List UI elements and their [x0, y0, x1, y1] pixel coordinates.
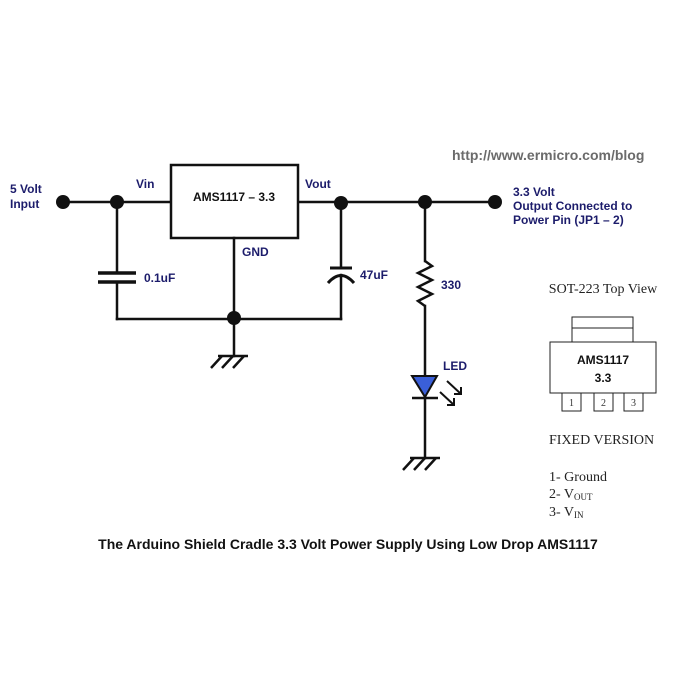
junction-node: [334, 196, 348, 210]
regulator-body: [169, 163, 300, 240]
input-cap-label: 0.1uF: [144, 271, 175, 285]
pin-gnd-label: GND: [242, 245, 269, 259]
pin-number: 2: [601, 398, 606, 409]
output-cap-label: 47uF: [360, 268, 388, 282]
input-capacitor: [98, 200, 136, 321]
ground-junction-node: [227, 311, 241, 325]
output-label-line2: Output Connected to: [513, 199, 632, 213]
junction-node: [418, 195, 432, 209]
pin-number: 3: [631, 398, 636, 409]
light-arrows-icon: [439, 380, 462, 406]
pinout-item: 2- VOUT: [549, 487, 593, 502]
package-version: FIXED VERSION: [549, 433, 654, 448]
pin-vout-label: Vout: [305, 177, 331, 191]
website-url: http://www.ermicro.com/blog: [452, 147, 644, 163]
package-part-line2: 3.3: [595, 371, 612, 385]
package-pin-1: [561, 392, 582, 412]
junction-node: [110, 195, 124, 209]
output-capacitor: [326, 200, 356, 321]
pinout-list: 1- Ground 2- VOUT 3- VIN: [549, 470, 607, 520]
ground-symbol-led: [402, 456, 440, 471]
output-label-line1: 3.3 Volt: [513, 185, 555, 199]
regulator: AMS1117 – 3.3: [169, 163, 300, 240]
package-title: SOT-223 Top View: [549, 282, 658, 297]
package-pin-2: [593, 392, 614, 412]
resistor: [415, 200, 435, 378]
pin-vin-label: Vin: [136, 177, 154, 191]
output-label-line3: Power Pin (JP1 – 2): [513, 213, 624, 227]
input-label-line1: 5 Volt: [10, 182, 42, 196]
resistor-label: 330: [441, 278, 461, 292]
led-label: LED: [443, 359, 467, 373]
output-terminal-node: [488, 195, 502, 209]
pin-number: 1: [569, 398, 574, 409]
package-part-line1: AMS1117: [577, 353, 629, 367]
sot223-package: [549, 316, 657, 412]
pinout-item: 1- Ground: [549, 470, 607, 485]
input-label-line2: Input: [10, 197, 39, 211]
package-pin-3: [623, 392, 644, 412]
input-terminal-node: [56, 195, 70, 209]
ground-symbol-main: [210, 354, 248, 369]
diagram-caption: The Arduino Shield Cradle 3.3 Volt Power…: [98, 536, 598, 552]
pinout-item: 3- VIN: [549, 505, 584, 520]
led: [410, 375, 462, 460]
regulator-part: AMS1117 – 3.3: [193, 190, 275, 204]
